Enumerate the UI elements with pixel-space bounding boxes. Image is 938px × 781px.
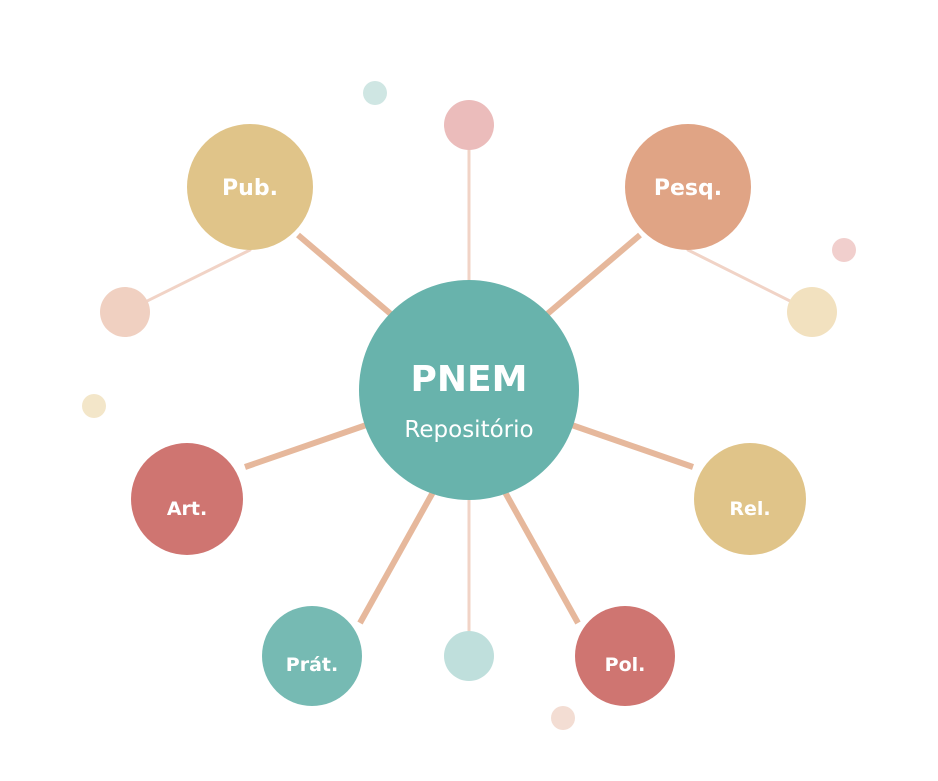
satellite-dot bbox=[82, 394, 106, 418]
center-node: PNEM Repositório bbox=[359, 280, 579, 500]
center-circle bbox=[359, 280, 579, 500]
node-pol-label: Pol. bbox=[605, 654, 646, 676]
satellite-dot bbox=[444, 100, 494, 150]
node-prat: Prát. bbox=[262, 606, 362, 706]
node-pol-circle bbox=[575, 606, 675, 706]
node-pesq-circle bbox=[625, 124, 751, 250]
satellite-dot bbox=[832, 238, 856, 262]
node-pesq: Pesq. bbox=[625, 124, 751, 250]
satellite-dot bbox=[100, 287, 150, 337]
node-rel-circle bbox=[694, 443, 806, 555]
node-pub: Pub. bbox=[187, 124, 313, 250]
connector-prat bbox=[357, 483, 440, 625]
node-prat-label: Prát. bbox=[286, 654, 338, 676]
node-prat-circle bbox=[262, 606, 362, 706]
node-pol: Pol. bbox=[575, 606, 675, 706]
node-rel-label: Rel. bbox=[729, 498, 770, 520]
connector-pub bbox=[296, 232, 408, 330]
satellite-dot bbox=[551, 706, 575, 730]
satellite-dot bbox=[444, 631, 494, 681]
connector-art bbox=[244, 419, 376, 470]
node-art-label: Art. bbox=[167, 498, 207, 520]
main-connectors bbox=[244, 232, 694, 625]
center-title: PNEM bbox=[411, 359, 528, 400]
node-rel: Rel. bbox=[694, 443, 806, 555]
node-pub-label: Pub. bbox=[222, 176, 278, 201]
center-subtitle: Repositório bbox=[404, 417, 533, 443]
satellite-dots bbox=[82, 81, 856, 730]
node-art-circle bbox=[131, 443, 243, 555]
node-pub-circle bbox=[187, 124, 313, 250]
satellite-dot bbox=[363, 81, 387, 105]
connector-rel bbox=[562, 419, 694, 470]
satellite-dot bbox=[787, 287, 837, 337]
connector-pesq bbox=[530, 232, 642, 330]
node-art: Art. bbox=[131, 443, 243, 555]
connector-pol bbox=[498, 483, 581, 625]
node-pesq-label: Pesq. bbox=[654, 176, 722, 201]
